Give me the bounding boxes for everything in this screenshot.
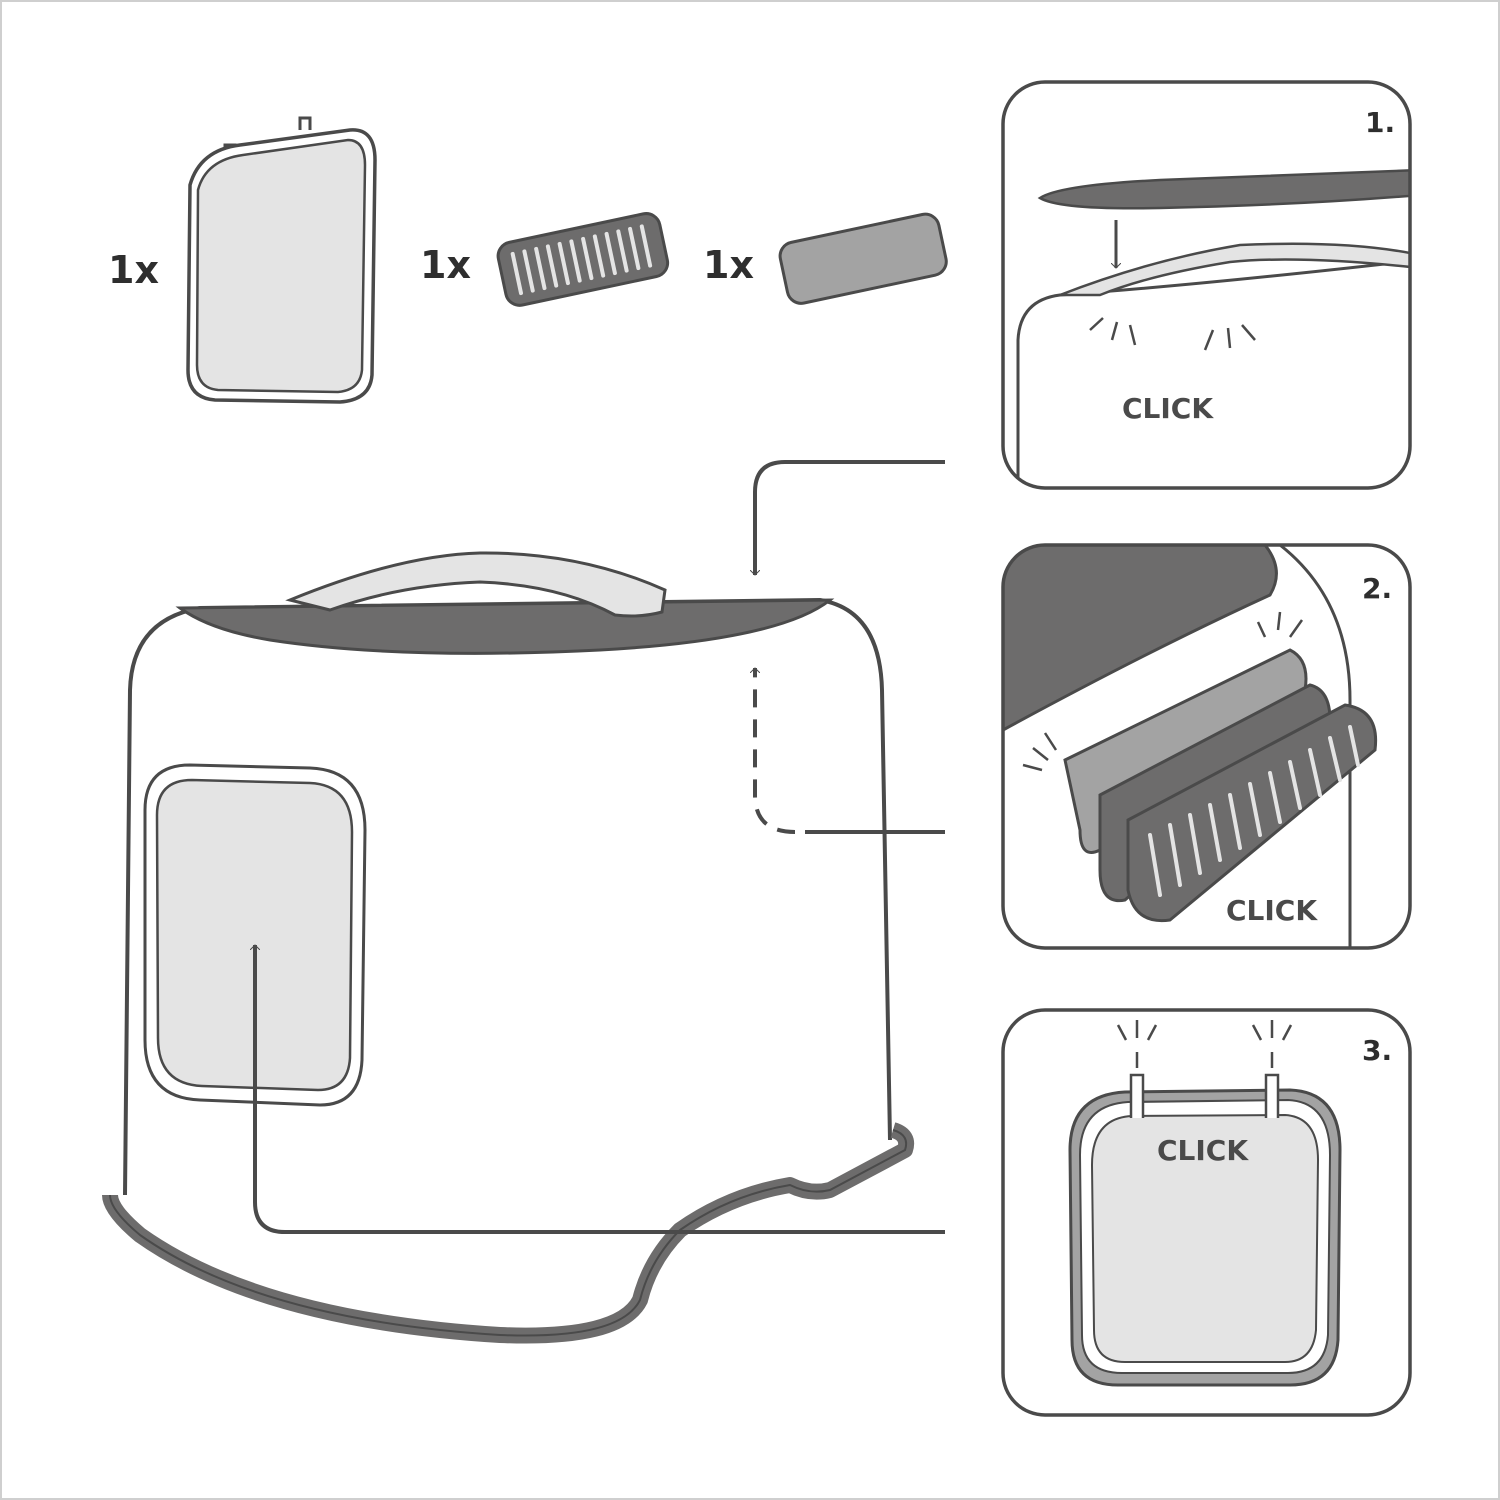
arrow-step-1 xyxy=(755,460,945,575)
step-3-click-label: CLICK xyxy=(1157,1134,1249,1167)
step-3-number: 3. xyxy=(1362,1034,1392,1067)
step-1-click-label: CLICK xyxy=(1122,392,1214,425)
part-filter xyxy=(778,212,948,305)
part-qty-grille: 1x xyxy=(420,243,471,287)
handle xyxy=(285,551,667,618)
step-2-click-label: CLICK xyxy=(1226,894,1318,927)
part-grille xyxy=(496,212,670,307)
step-2-panel xyxy=(1001,543,1412,950)
part-qty-filter: 1x xyxy=(703,243,754,287)
litter-box xyxy=(102,551,915,1344)
arrow-step-2 xyxy=(755,668,796,834)
step-1-number: 1. xyxy=(1365,106,1395,139)
step-3-panel xyxy=(1001,1008,1412,1417)
step-1-panel xyxy=(1001,80,1412,490)
step-2-number: 2. xyxy=(1362,572,1392,605)
door-panel xyxy=(155,778,354,1092)
arrow-step-3 xyxy=(255,945,945,1234)
part-qty-door: 1x xyxy=(108,248,159,292)
lid-top xyxy=(175,598,835,655)
part-door xyxy=(186,116,377,404)
